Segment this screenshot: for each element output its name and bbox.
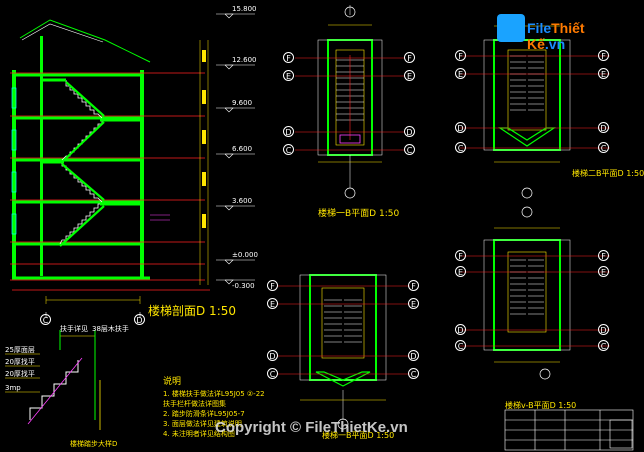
notes-title: 说明 <box>163 377 182 387</box>
grid-axis-bubble: D <box>404 126 415 137</box>
grid-axis-bubble: E <box>404 70 415 81</box>
detail-label: 20厚找平 <box>5 358 35 366</box>
stair-section-view <box>10 13 255 318</box>
copyright-watermark: Copyright © FileThietKe.vn <box>215 419 408 436</box>
plan3-title: 楼梯一B平面D 1:50 <box>322 431 395 440</box>
grid-axis-bubble: C <box>267 368 278 379</box>
grid-axis-bubble: E <box>455 266 466 277</box>
logo-text: FileThiết Kế.vn <box>527 20 585 52</box>
grid-axis-bubble: C <box>598 142 609 153</box>
grid-axis-bubble: C <box>455 142 466 153</box>
detail-label: 25厚面层 <box>5 346 35 354</box>
stair-plan-4 <box>460 206 610 380</box>
grid-axis-bubble: F <box>404 52 415 63</box>
stair-detail <box>5 330 101 430</box>
level-label: ±0.000 <box>232 251 258 259</box>
detail-label: 3mp <box>5 384 21 392</box>
note-line: 扶手栏杆做法详图集 <box>163 400 226 408</box>
stair-plan-2 <box>460 25 610 199</box>
note-line: 1. 楼梯扶手做法详L95J05 ②-22 <box>163 390 265 398</box>
railing-label: 38层木扶手 <box>92 325 129 333</box>
grid-axis-bubble: C <box>404 144 415 155</box>
grid-axis-bubble: F <box>598 50 609 61</box>
grid-axis-bubble: C <box>408 368 419 379</box>
grid-axis-bubble: E <box>283 70 294 81</box>
stair-plan-1 <box>295 5 405 199</box>
grid-axis-bubble: F <box>455 250 466 261</box>
grid-axis-bubble: E <box>455 68 466 79</box>
level-label: -0.300 <box>232 282 255 290</box>
level-label: 12.600 <box>232 56 257 64</box>
section-title: 楼梯剖面D 1:50 <box>148 304 237 318</box>
grid-axis-bubble: D <box>598 122 609 133</box>
grid-axis-bubble: D <box>267 350 278 361</box>
grid-axis-bubble: D <box>598 324 609 335</box>
level-label: 15.800 <box>232 5 257 13</box>
detail-title: 楼梯踏步大样D <box>70 440 118 448</box>
logo-icon <box>497 14 525 42</box>
grid-axis-bubble: E <box>598 266 609 277</box>
grid-axis-bubble: C <box>455 340 466 351</box>
grid-axis-bubble: F <box>598 250 609 261</box>
grid-axis-bubble: E <box>408 298 419 309</box>
stair-plan-3 <box>278 274 410 430</box>
level-label: 9.600 <box>232 99 253 107</box>
plan4-title: 楼梯v-B平面D 1:50 <box>505 401 577 410</box>
detail-label: 20厚找平 <box>5 370 35 378</box>
note-line: 2. 踏步防滑条详L95J05-7 <box>163 410 245 418</box>
note-line: 4. 未注明者详见结构图 <box>163 430 235 438</box>
plan2-title: 楼梯二B平面D 1:50 <box>572 169 644 178</box>
level-label: 6.600 <box>232 145 253 153</box>
grid-axis-bubble: D <box>455 324 466 335</box>
notes-block: 说明 1. 楼梯扶手做法详L95J05 ②-22 扶手栏杆做法详图集 2. 踏步… <box>163 377 265 439</box>
grid-axis-bubble: E <box>598 68 609 79</box>
grid-axis-bubble: F <box>283 52 294 63</box>
note-line: 3. 面层做法详见建筑说明 <box>163 420 242 428</box>
title-block <box>504 409 634 451</box>
grid-axis-bubble: F <box>267 280 278 291</box>
railing-label: 扶手详见 <box>60 325 88 333</box>
grid-axis-bubble: C <box>283 144 294 155</box>
grid-axis-bubble: C <box>598 340 609 351</box>
grid-axis-bubble: D <box>455 122 466 133</box>
grid-axis-bubble: D <box>408 350 419 361</box>
site-logo: FileThiết Kế.vn <box>497 14 607 52</box>
plan1-title: 楼梯一B平面D 1:50 <box>318 209 400 219</box>
grid-axis-bubble: C <box>40 314 51 325</box>
level-label: 3.600 <box>232 197 253 205</box>
grid-axis-bubble: D <box>134 314 145 325</box>
grid-axis-bubble: D <box>283 126 294 137</box>
grid-axis-bubble: F <box>455 50 466 61</box>
grid-axis-bubble: F <box>408 280 419 291</box>
grid-axis-bubble: E <box>267 298 278 309</box>
